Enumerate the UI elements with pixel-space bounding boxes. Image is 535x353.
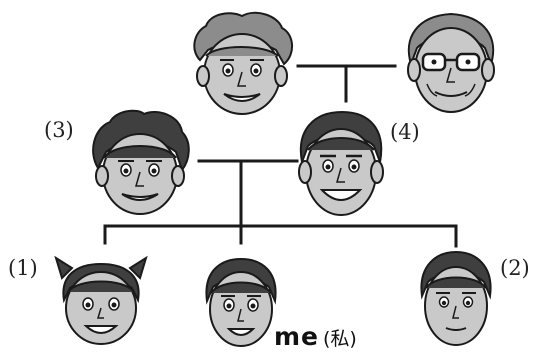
label-1: (1) <box>8 256 38 280</box>
label-4: (4) <box>390 120 420 144</box>
father-face <box>296 106 386 218</box>
mother-face <box>88 108 192 216</box>
me-label: me (私) <box>274 324 357 349</box>
label-2: (2) <box>500 256 530 280</box>
sister-face <box>52 252 150 348</box>
me-label-kanji: (私) <box>323 328 357 350</box>
grandfather-face <box>401 8 501 114</box>
grandmother-face <box>186 10 298 116</box>
label-3: (3) <box>44 118 74 142</box>
me-face <box>201 255 281 349</box>
brother-face <box>416 248 496 348</box>
me-label-word: me <box>274 322 320 351</box>
